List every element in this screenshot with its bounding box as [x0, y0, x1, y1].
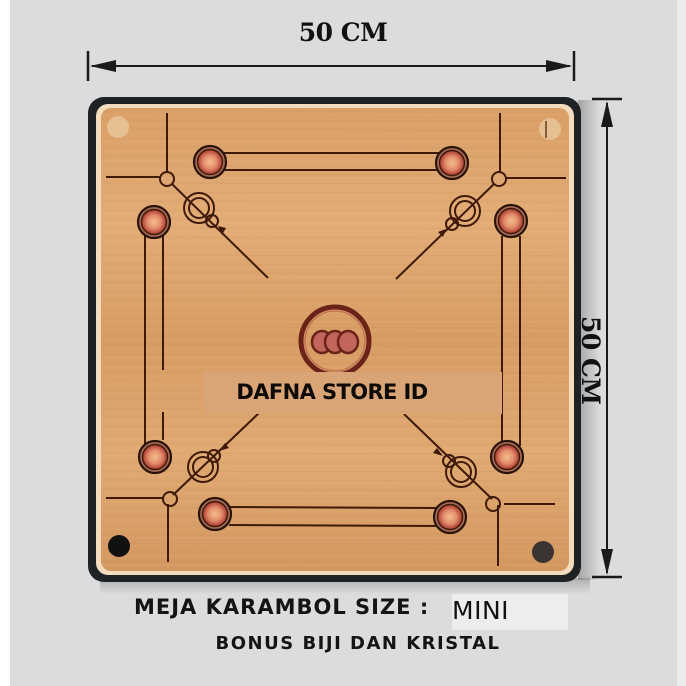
image-right-edge: [677, 0, 686, 686]
product-title: MEJA KARAMBOL SIZE :: [134, 595, 430, 619]
pocket-bottom-right: [532, 541, 554, 563]
width-dimension-arrow: [86, 51, 576, 81]
brand-watermark: DAFNA STORE ID: [236, 380, 428, 404]
image-left-edge: [0, 0, 10, 686]
size-value-box: [452, 594, 568, 630]
pocket-top-left: [107, 116, 129, 138]
pocket-top-right: [539, 118, 561, 140]
height-dimension-arrow: [592, 97, 622, 579]
product-subtitle: BONUS BIJI DAN KRISTAL: [215, 633, 501, 654]
board-shadow-right: [578, 100, 600, 580]
brand-label-band: [204, 372, 502, 414]
pocket-bottom-left: [108, 535, 130, 557]
board-lines: [106, 113, 566, 566]
width-dimension-label: 50 CM: [298, 18, 388, 47]
height-dimension-label: 50 CM: [576, 316, 605, 405]
size-value: MINI: [452, 596, 510, 625]
